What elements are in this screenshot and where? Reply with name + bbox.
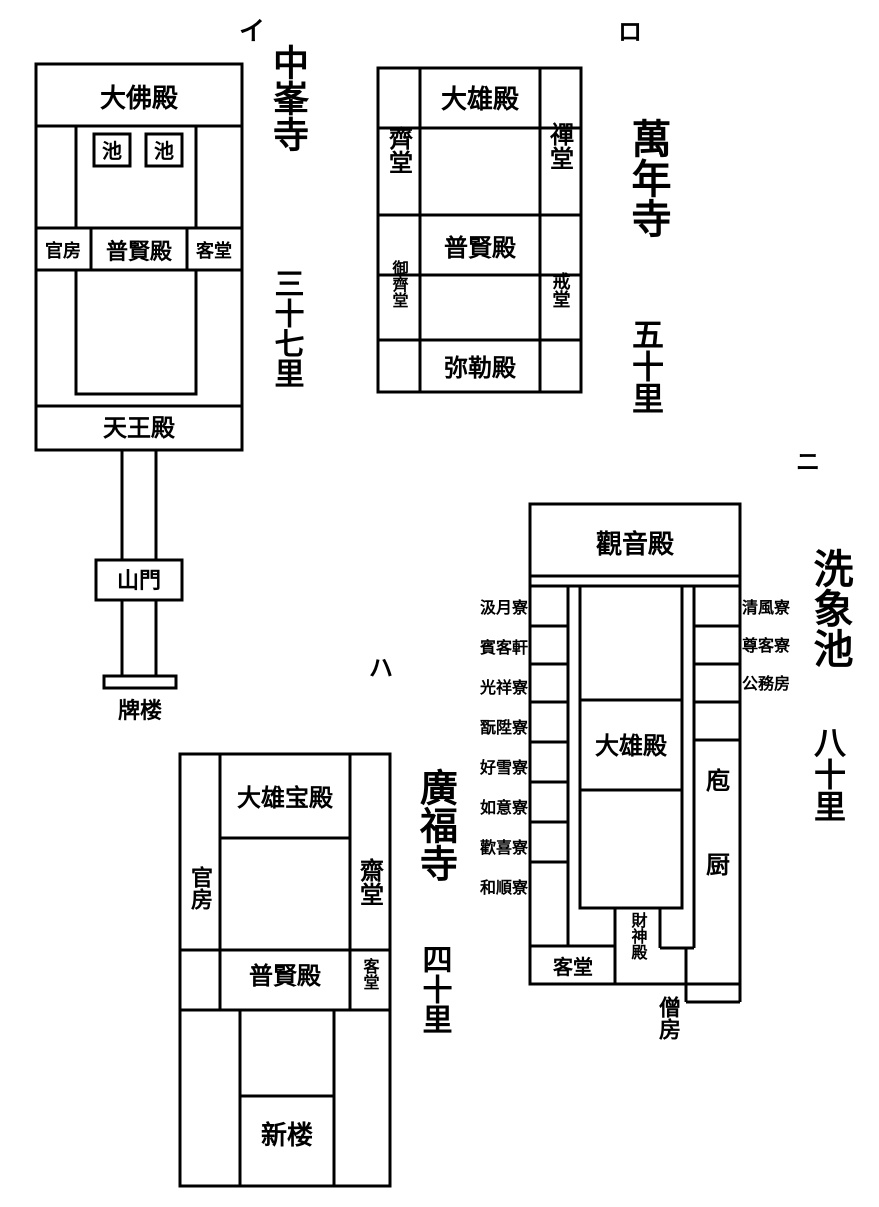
label-left-small: 御齊堂 [390,259,410,308]
temple-outline [178,752,392,1188]
temple-outline [528,502,742,986]
right-room-0: 清風寮 [742,598,791,617]
plan-marker: ハ [369,654,393,682]
pond-left [92,132,132,168]
label-kannonden: 觀音殿 [596,529,674,560]
label-hairo: 牌楼 [118,698,162,724]
plan-marker: ニ [796,448,820,476]
left-room-6: 歡喜寮 [480,838,529,857]
left-room-1: 賓客軒 [479,638,528,657]
label-kyakudo: 客堂 [361,957,380,990]
label-kanbo: 官房 [45,240,81,262]
label-daiyuden: 大雄殿 [595,731,668,760]
temple-title: 洗象池 [807,548,854,668]
right-room-1: 尊客寮 [742,636,791,655]
label-daiyuden: 大雄宝殿 [237,783,334,812]
plan-zhongfeng-temple: イ 大佛殿 池 池 官房 普賢殿 客堂 天王殿 山門 牌楼 中峯寺 三十七里 [34,17,309,724]
left-room-0: 汲月寮 [480,598,529,617]
left-room-3: 翫陞寮 [480,718,529,737]
courtyard [74,268,198,396]
label-kuri: 庖厨 [702,767,731,936]
temple-distance: 五十里 [627,318,665,414]
left-room-5: 如意寮 [480,798,529,817]
left-room-4: 好雪寮 [479,758,529,777]
label-kyakudo: 客堂 [196,240,232,262]
pond-right [144,132,184,168]
temple-title: 萬年寺 [625,118,672,238]
label-pond-right: 池 [154,139,174,163]
temple-title: 廣福寺 [414,768,459,882]
label-kaido: 戒堂 [550,271,571,308]
plan-wannian-temple: ロ 大雄殿 齊堂 禪堂 普賢殿 御齊堂 戒堂 弥勒殿 萬年寺 五十里 [376,18,672,414]
label-saido: 齊堂 [385,125,414,174]
label-sobo: 僧房 [655,995,681,1041]
label-zendo: 禪堂 [546,122,575,170]
temple-distance: 四十里 [417,944,452,1034]
label-shinro: 新楼 [261,1120,313,1151]
plan-guangfu-temple: ハ 大雄宝殿 官房 齋堂 普賢殿 客堂 新楼 廣福寺 四十里 [178,654,459,1188]
label-mirokuden: 弥勒殿 [444,353,517,382]
label-kyakudo: 客堂 [552,955,593,979]
temple-distance: 八十里 [809,726,847,822]
label-fugenden: 普賢殿 [249,961,322,990]
label-shrine: 財神殿 [629,911,649,961]
temple-title: 中峯寺 [267,44,309,152]
inner-hall [578,584,684,910]
label-kanbo: 官房 [187,865,213,911]
plan-marker: イ [239,17,265,47]
label-daibutsuden: 大佛殿 [100,84,178,114]
temple-distance: 三十七里 [269,268,305,388]
sanmon-gate [94,558,184,602]
label-sanmon: 山門 [117,568,161,594]
label-daiyuden: 大雄殿 [441,85,519,115]
hairo-base [102,674,178,690]
temple-outline [34,62,244,452]
plan-marker: ロ [618,18,642,46]
label-fugenden: 普賢殿 [106,239,173,265]
left-room-2: 光祥寮 [479,678,529,697]
label-pond-left: 池 [102,139,122,163]
label-tennoden: 天王殿 [103,413,176,442]
label-fugenden: 普賢殿 [444,233,517,262]
right-room-2: 公務房 [742,674,790,693]
temple-outline [376,66,583,394]
left-room-7: 和順寮 [480,878,529,897]
label-saido: 齋堂 [356,857,385,906]
